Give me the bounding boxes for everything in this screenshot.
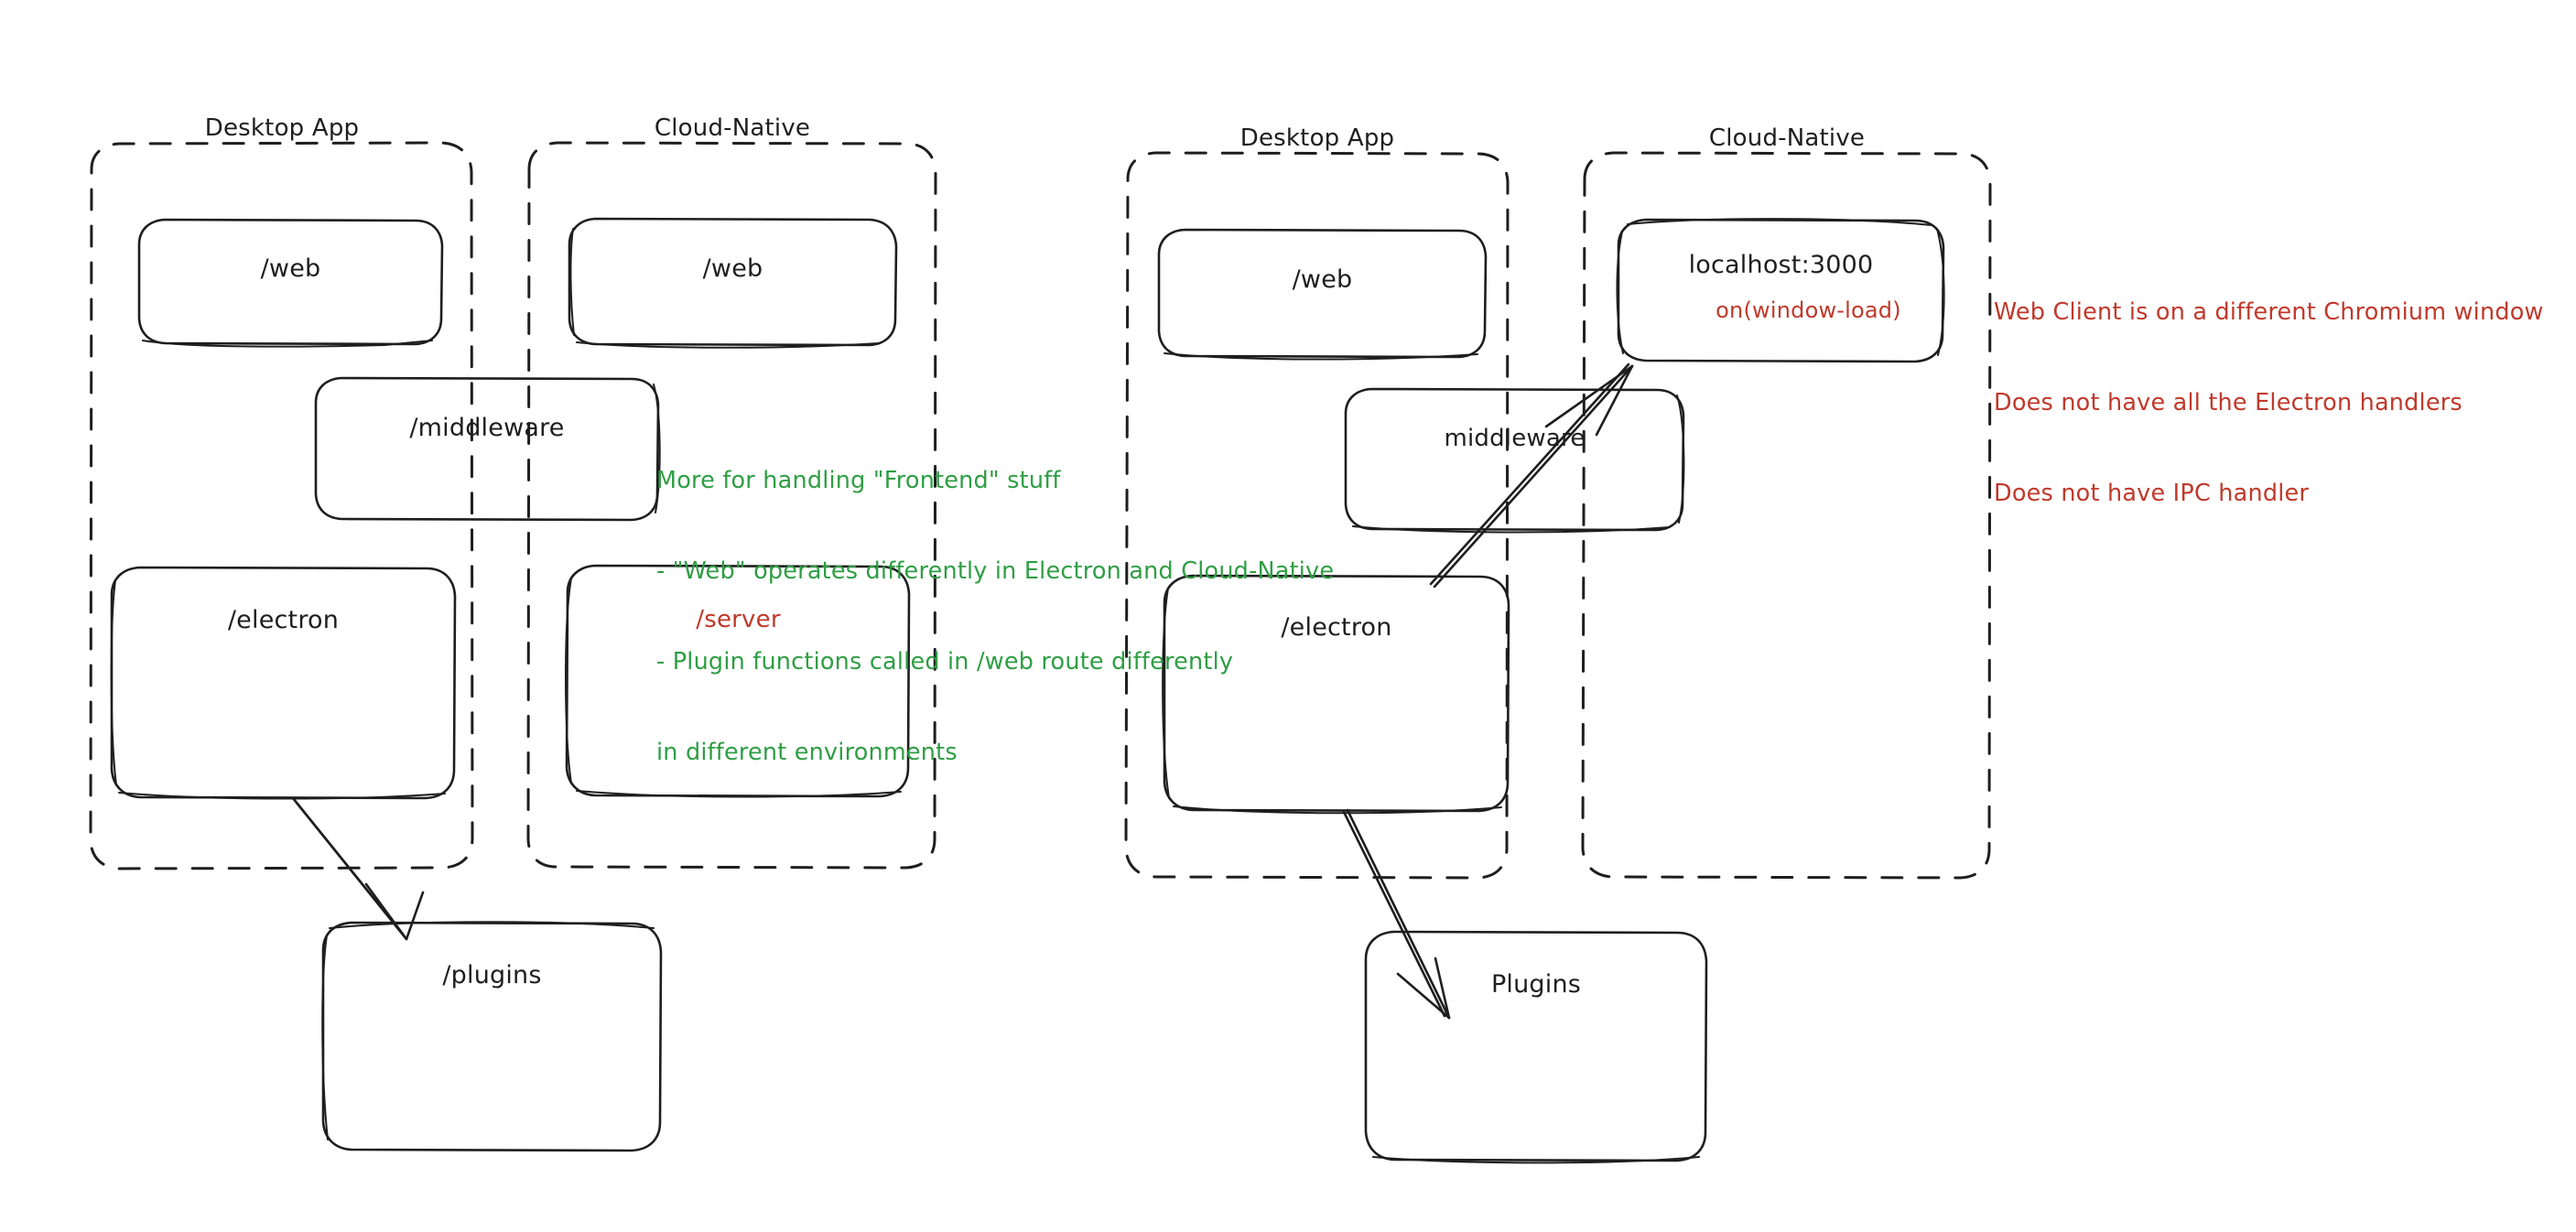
annotation-line: Does not have all the Electron handlers <box>1994 389 2462 416</box>
node-title: /web <box>1292 265 1353 294</box>
node-title: /server <box>696 606 781 633</box>
node-title: /middleware <box>409 414 565 442</box>
group-label-right-cloud-native: Cloud-Native <box>1708 124 1866 152</box>
node-title: /electron <box>1281 613 1392 642</box>
node-label-left-da-electron: /electron <box>112 589 455 798</box>
annotation-line: More for handling "Frontend" stuff <box>656 467 1061 494</box>
annotation-left-green-note: More for handling "Frontend" stuff - "We… <box>656 405 1380 828</box>
group-label-left-cloud-native: Cloud-Native <box>654 114 811 142</box>
node-subtitle: on(window-load) <box>1716 297 1901 323</box>
node-label-right-plugins: Plugins <box>1366 954 1706 1161</box>
annotation-line: Does not have IPC handler <box>1994 480 2310 507</box>
node-label-right-middleware: middleware <box>1346 408 1683 530</box>
node-title: localhost:3000 <box>1688 251 1874 279</box>
node-title: middleware <box>1444 425 1586 452</box>
annotation-line: in different environments <box>656 739 958 766</box>
annotation-line: - Plugin functions called in /web route … <box>656 648 1234 675</box>
node-title: /electron <box>227 606 340 634</box>
group-label-left-desktop-app: Desktop App <box>204 114 360 142</box>
node-label-left-da-web: /web <box>139 238 442 344</box>
node-label-left-middleware: /middleware <box>316 397 658 520</box>
arrow-left-electron-to-plugins <box>291 796 425 941</box>
node-label-right-da-electron: /electron <box>1164 597 1509 811</box>
node-label-right-da-web: /web <box>1159 249 1486 357</box>
annotation-line: - "Web" operates differently in Electron… <box>656 557 1335 585</box>
node-label-left-cn-server: /server <box>568 589 909 796</box>
node-title: /web <box>702 254 763 283</box>
node-title: /plugins <box>442 961 542 989</box>
annotation-line: Web Client is on a different Chromium wi… <box>1994 298 2544 326</box>
group-label-right-desktop-app: Desktop App <box>1239 124 1395 152</box>
node-label-right-cn-localhost: localhost:3000 on(window-load) <box>1618 240 1943 362</box>
node-title: /web <box>260 254 321 283</box>
annotation-right-red-note: Web Client is on a different Chromium wi… <box>1994 237 2561 569</box>
node-label-left-plugins: /plugins <box>323 945 661 1151</box>
node-title: Plugins <box>1490 970 1582 999</box>
node-label-left-cn-web: /web <box>569 238 896 345</box>
